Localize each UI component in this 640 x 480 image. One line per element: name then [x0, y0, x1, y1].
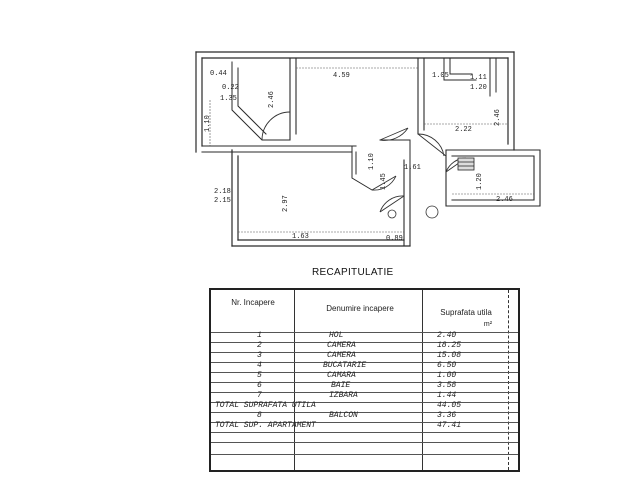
- row-name: CAMERA: [327, 341, 356, 350]
- floor-plan: [195, 51, 541, 247]
- row-nr: 4: [257, 361, 262, 370]
- row-name: BALCON: [329, 411, 358, 420]
- dim-top-left-b: 0.22: [222, 84, 239, 92]
- wall-lower-right: [403, 159, 411, 247]
- dim-bath-b: 0.89: [386, 235, 403, 243]
- row-name: HOL: [329, 331, 344, 340]
- row-name: TOTAL SUP. APARTAMENT: [215, 421, 316, 430]
- row-name: BUCATARIE: [323, 361, 367, 370]
- row-nr: 1: [257, 331, 262, 340]
- dim-balcony-height: 1.20: [476, 173, 484, 190]
- row-rule: [211, 382, 518, 383]
- row-nr: 3: [257, 351, 262, 360]
- row-rule: [211, 352, 518, 353]
- dim-kitchen-b: 1.11: [470, 74, 487, 82]
- row-rule: [211, 342, 518, 343]
- dim-hall-width: 1.61: [404, 164, 421, 172]
- dim-kitchen-c: 1.20: [470, 84, 487, 92]
- chimney-hatch: [457, 157, 475, 171]
- shaft: [231, 61, 291, 141]
- row-rule: [211, 402, 518, 403]
- row-name: TOTAL SUPRAFATA UTILA: [215, 401, 316, 410]
- outer-wall-right-upper: [507, 51, 515, 151]
- recap-title: RECAPITULATIE: [312, 267, 394, 278]
- dim-kitchen-height: 2.46: [494, 109, 502, 126]
- wall-pantry-right: [489, 57, 497, 97]
- sink-fixture: [425, 205, 439, 219]
- row-nr: 6: [257, 381, 262, 390]
- row-rule: [211, 422, 518, 423]
- toilet-fixture: [387, 209, 397, 219]
- wall-room1-right: [289, 57, 297, 141]
- outer-wall-left-lower: [231, 149, 239, 247]
- header-name: Denumire incapere: [326, 304, 394, 313]
- row-area: 47.41: [437, 421, 462, 430]
- row-nr: 5: [257, 371, 262, 380]
- row-rule: [211, 454, 518, 455]
- dim-room2-height: 2.97: [282, 195, 290, 212]
- row-rule: [211, 392, 518, 393]
- row-area: 1.44: [437, 391, 457, 400]
- dim-balcony-width: 2.46: [496, 196, 513, 204]
- row-rule: [211, 362, 518, 363]
- column-divider: [294, 290, 295, 470]
- column-divider: [508, 290, 509, 470]
- door-arc-hall: [379, 127, 409, 141]
- row-area: 2.40: [437, 331, 457, 340]
- row-name: IZBARA: [329, 391, 358, 400]
- header-nr: Nr. Incapere: [231, 298, 275, 307]
- row-area: 3.36: [437, 411, 457, 420]
- door-arc-bath: [371, 175, 397, 191]
- row-nr: 2: [257, 341, 262, 350]
- balcony-outline: [445, 149, 541, 207]
- header-area-unit: m²: [483, 321, 493, 328]
- row-area: 18.25: [437, 341, 462, 350]
- row-area: 3.58: [437, 381, 457, 390]
- row-area: 15.08: [437, 351, 462, 360]
- door-arc-room1: [261, 111, 291, 141]
- dim-top-left-c: 1.35: [220, 95, 237, 103]
- outer-wall-left-upper: [195, 51, 203, 153]
- row-nr: 8: [257, 411, 262, 420]
- wall-kitchen-left: [417, 57, 425, 135]
- dim-kitchen-a: 1.05: [432, 72, 449, 80]
- dim-kitchen-width: 2.22: [455, 126, 472, 134]
- dim-left-wall-height: 1.10: [204, 115, 212, 132]
- door-arc-kitchen: [417, 133, 447, 157]
- dim-room1-height: 2.46: [268, 91, 276, 108]
- row-name: CAMERA: [327, 351, 356, 360]
- wall-pantry: [443, 57, 477, 81]
- dim-left-b: 2.15: [214, 197, 231, 205]
- row-area: 1.00: [437, 371, 457, 380]
- row-rule: [211, 442, 518, 443]
- row-area: 44.05: [437, 401, 462, 410]
- wall-mid-horizontal: [201, 145, 357, 153]
- door-arc-room2: [379, 195, 405, 213]
- dim-top-left-a: 0.44: [210, 70, 227, 78]
- recap-table: Nr. Incapere Denumire incapere Suprafata…: [209, 288, 520, 472]
- outer-wall-top: [195, 51, 515, 59]
- row-rule: [211, 432, 518, 433]
- row-rule: [211, 412, 518, 413]
- dim-top-room-width: 4.59: [333, 72, 350, 80]
- row-name: CAMARA: [327, 371, 356, 380]
- dim-bath-a: 1.45: [380, 173, 388, 190]
- header-area: Suprafata utila: [440, 308, 492, 317]
- row-area: 6.50: [437, 361, 457, 370]
- dim-left-a: 2.18: [214, 188, 231, 196]
- row-name: BAIE: [331, 381, 351, 390]
- column-divider: [422, 290, 423, 470]
- row-nr: 7: [257, 391, 262, 400]
- dim-room2-width: 1.63: [292, 233, 309, 241]
- outer-wall-bottom: [231, 239, 411, 247]
- row-rule: [211, 332, 518, 333]
- row-rule: [211, 372, 518, 373]
- dim-misc: 1.10: [368, 153, 376, 170]
